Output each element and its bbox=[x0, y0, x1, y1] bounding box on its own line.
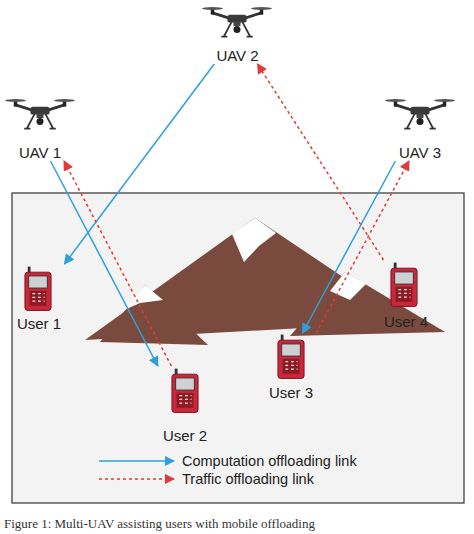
legend-label: Traffic offloading link bbox=[182, 471, 314, 487]
node-label: User 2 bbox=[163, 427, 207, 444]
radio-icon bbox=[25, 267, 51, 311]
radio-icon bbox=[278, 335, 304, 379]
node-label: User 3 bbox=[269, 384, 313, 401]
user-node: User 1 bbox=[8, 264, 70, 332]
user-node: User 4 bbox=[375, 260, 437, 330]
figure-caption: Figure 1: Multi-UAV assisting users with… bbox=[4, 516, 474, 532]
computation-offloading-link bbox=[303, 161, 396, 333]
legend-sample bbox=[98, 455, 176, 467]
node-label: UAV 2 bbox=[216, 47, 258, 64]
uav-node: UAV 2 bbox=[200, 2, 275, 64]
drone-icon bbox=[202, 7, 272, 37]
drone-icon bbox=[5, 99, 75, 129]
snow-cap bbox=[124, 285, 163, 310]
node-label: UAV 1 bbox=[19, 144, 61, 161]
user-node: User 3 bbox=[260, 333, 322, 401]
radio-icon bbox=[172, 369, 198, 413]
traffic-offloading-link bbox=[257, 64, 383, 260]
ground-frame bbox=[12, 193, 464, 503]
computation-offloading-link bbox=[51, 161, 158, 366]
computation-offloading-link bbox=[64, 64, 214, 264]
legend-line bbox=[99, 478, 174, 480]
legend-row: Computation offloading link bbox=[98, 452, 357, 470]
drone-icon bbox=[385, 99, 455, 129]
node-label: UAV 3 bbox=[399, 144, 441, 161]
mountain bbox=[100, 285, 208, 345]
snow-cap bbox=[232, 218, 276, 262]
legend: Computation offloading linkTraffic offlo… bbox=[98, 452, 357, 488]
uav-node: UAV 1 bbox=[5, 95, 75, 161]
user-node: User 2 bbox=[155, 366, 215, 444]
uav-node: UAV 3 bbox=[385, 95, 455, 161]
node-label: User 1 bbox=[17, 315, 61, 332]
traffic-offloading-link bbox=[316, 161, 409, 333]
legend-line bbox=[99, 460, 174, 462]
legend-row: Traffic offloading link bbox=[98, 470, 357, 488]
legend-sample bbox=[98, 473, 176, 485]
mountain bbox=[290, 272, 445, 336]
radio-icon bbox=[391, 263, 417, 307]
snow-cap bbox=[330, 272, 366, 300]
node-label: User 4 bbox=[384, 313, 428, 330]
traffic-offloading-link bbox=[64, 161, 171, 366]
legend-label: Computation offloading link bbox=[182, 453, 357, 469]
